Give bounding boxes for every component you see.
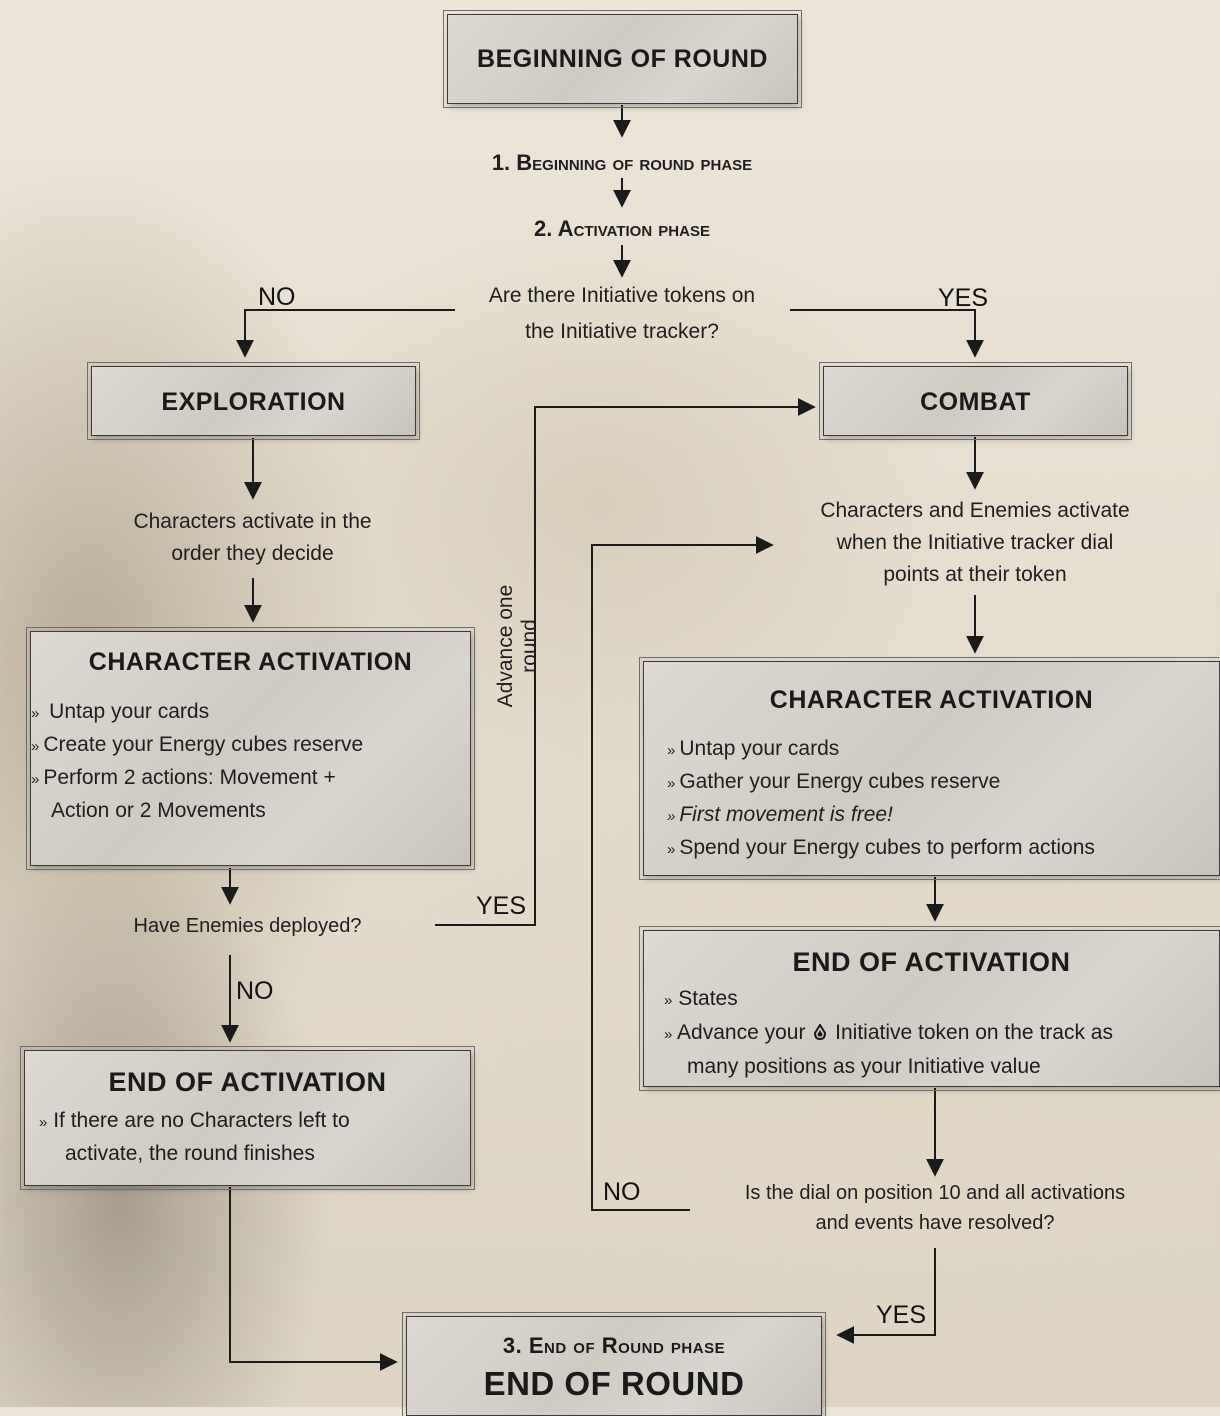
combat-activation-title: CHARACTER ACTIVATION [769, 686, 1094, 714]
dial-yes-label: YES [876, 1301, 927, 1329]
combat-activation-item: »Spend your Energy cubes to perform acti… [667, 836, 1095, 859]
exploration-character-activation-box: CHARACTER ACTIVATION » Untap your cards … [26, 627, 475, 870]
enemies-deployed-question: Have Enemies deployed? [133, 915, 362, 937]
arrow-exploration-end-to-end-round [229, 1187, 398, 1371]
advance-one-round-label: Advance one round [494, 584, 541, 708]
combat-desc-line3: points at their token [883, 563, 1067, 586]
combat-end-title: END OF ACTIVATION [792, 947, 1071, 977]
combat-end-activation-box: END OF ACTIVATION » States » Advance you… [639, 926, 1220, 1091]
exploration-end-title: END OF ACTIVATION [108, 1067, 387, 1097]
enemies-yes-label: YES [476, 892, 527, 920]
dial-question-line2: and events have resolved? [815, 1212, 1055, 1234]
initiative-question-line1: Are there Initiative tokens on [488, 284, 756, 307]
initiative-question-line2: the Initiative tracker? [525, 320, 719, 343]
arrow-advance-to-combat [435, 398, 816, 926]
combat-activation-item: »Untap your cards [667, 737, 840, 760]
exploration-activation-item: »Create your Energy cubes reserve [31, 733, 364, 756]
combat-title: COMBAT [920, 388, 1031, 416]
initiative-token-icon [814, 1023, 827, 1041]
end-of-round-phase-label: 3. End of Round phase [502, 1333, 726, 1358]
beginning-of-round-box: BEGINNING OF ROUND [443, 10, 802, 108]
exploration-activation-list: » Untap your cards »Create your Energy c… [31, 696, 462, 826]
beginning-of-round-title: BEGINNING OF ROUND [477, 45, 768, 73]
arrow-no-loop [591, 536, 774, 1211]
initiative-yes-label: YES [938, 284, 989, 312]
combat-desc-line1: Characters and Enemies activate [820, 499, 1130, 522]
dial-question-line1: Is the dial on position 10 and all activ… [744, 1182, 1126, 1204]
exploration-end-activation-box: END OF ACTIVATION » If there are no Char… [20, 1046, 475, 1190]
enemies-no-label: NO [236, 977, 274, 1005]
arrow-yes-to-combat [790, 309, 984, 358]
dial-no-label: NO [603, 1178, 641, 1206]
exploration-activation-item: » Untap your cards [31, 700, 210, 723]
phase1-label: 1. Beginning of round phase [491, 150, 753, 175]
combat-activation-item: »First movement is free! [667, 803, 893, 826]
combat-desc-line2: when the Initiative tracker dial [836, 531, 1114, 554]
end-of-round-box: 3. End of Round phase END OF ROUND [402, 1312, 826, 1416]
exploration-activation-title: CHARACTER ACTIVATION [88, 648, 413, 676]
combat-character-activation-box: CHARACTER ACTIVATION »Untap your cards »… [639, 657, 1220, 880]
arrow-no-to-exploration [236, 309, 455, 358]
phase2-label: 2. Activation phase [534, 216, 710, 241]
exploration-end-text: » If there are no Characters left to act… [39, 1109, 350, 1165]
combat-activation-list: »Untap your cards »Gather your Energy cu… [667, 733, 1215, 865]
combat-end-text: » States » Advance your Initiative token… [664, 987, 1113, 1078]
exploration-box: EXPLORATION [87, 362, 420, 440]
initiative-no-label: NO [258, 283, 296, 311]
exploration-desc-line2: order they decide [171, 542, 334, 565]
arrow-yes-to-end-round [836, 1248, 936, 1344]
end-of-round-title: END OF ROUND [483, 1365, 745, 1402]
exploration-title: EXPLORATION [161, 388, 346, 416]
combat-activation-item: »Gather your Energy cubes reserve [667, 770, 1001, 793]
exploration-activation-item: »Perform 2 actions: Movement +Action or … [31, 766, 336, 822]
combat-box: COMBAT [819, 362, 1132, 440]
exploration-desc-line1: Characters activate in the [133, 510, 372, 533]
